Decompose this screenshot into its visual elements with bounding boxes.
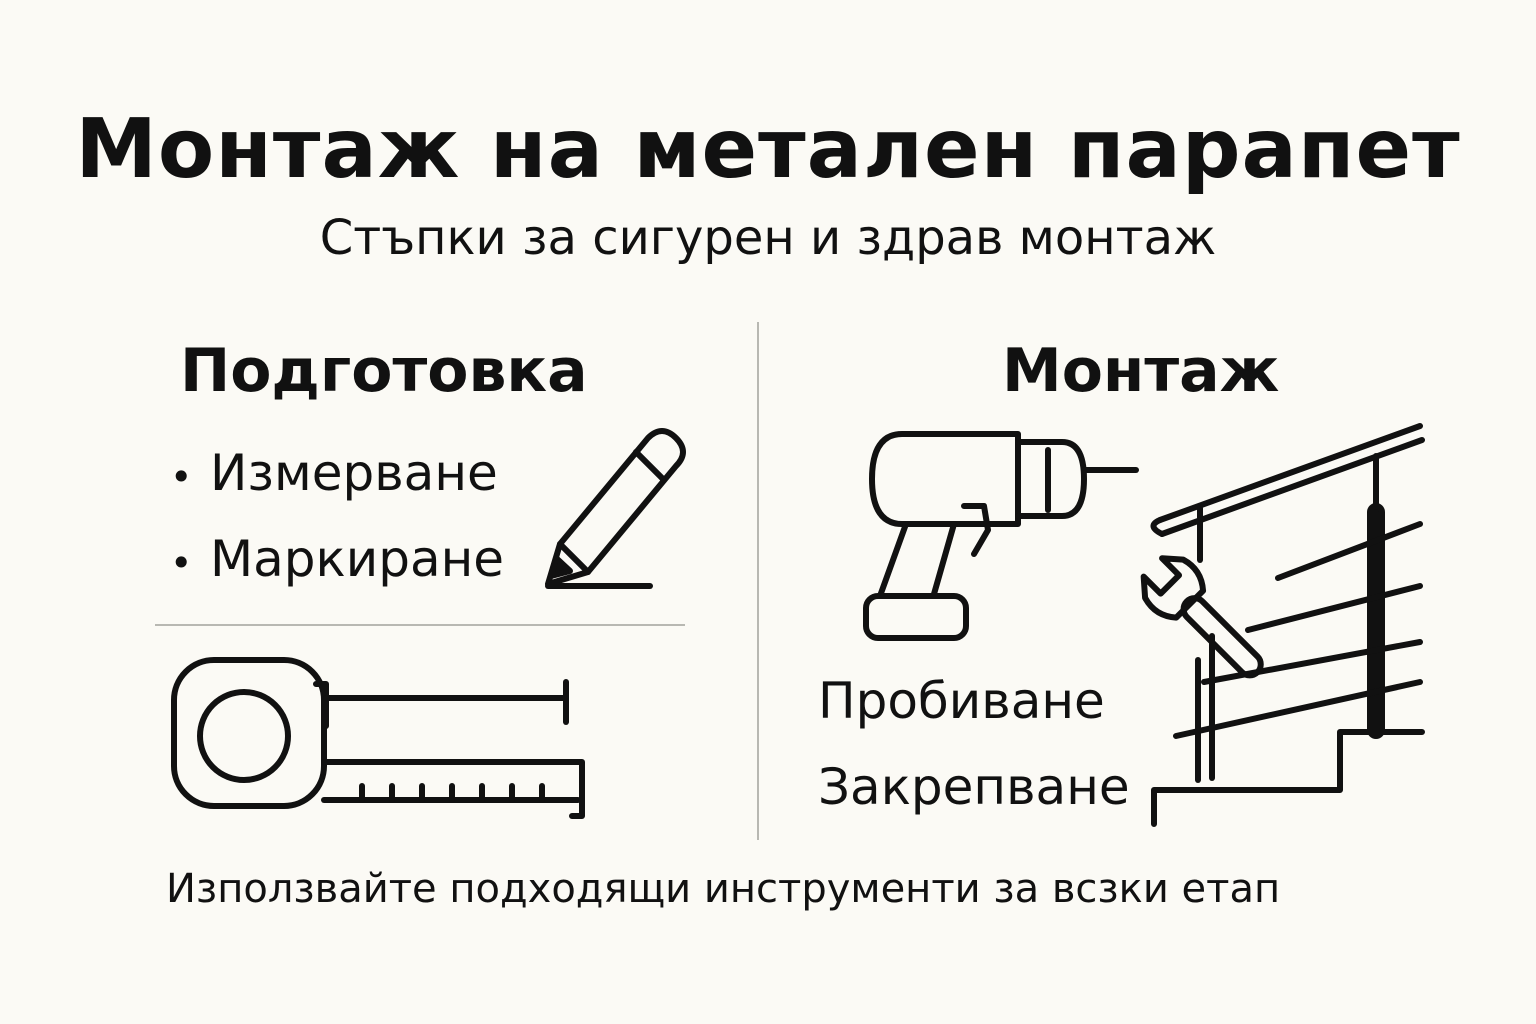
bullet-point: • — [170, 454, 193, 499]
bullet-point: • — [170, 540, 193, 585]
drill-icon — [863, 431, 1139, 641]
step-marking: • Маркиране — [170, 524, 504, 610]
step-fastening: Закрепване — [818, 758, 1130, 816]
section-divider-horizontal — [155, 624, 685, 626]
pencil-icon — [545, 428, 686, 589]
railing-stairs-icon — [1150, 423, 1425, 827]
diagram-title: Монтаж на метален парапет — [75, 102, 1461, 197]
tape-measure-icon — [171, 657, 585, 819]
step-marking-label: Маркиране — [210, 530, 505, 588]
footer-note: Използвайте подходящи инструменти за всз… — [166, 866, 1281, 912]
step-drilling: Пробиване — [818, 672, 1105, 730]
section-divider-vertical — [757, 322, 759, 840]
preparation-steps: • Измерване • Маркиране — [170, 438, 504, 610]
wrench-icon — [1140, 555, 1264, 679]
diagram-subtitle: Стъпки за сигурен и здрав монтаж — [319, 210, 1217, 266]
step-measuring: • Измерване — [170, 438, 504, 524]
step-measuring-label: Измерване — [210, 444, 498, 502]
mounting-heading: Монтаж — [1002, 336, 1280, 406]
preparation-heading: Подготовка — [180, 336, 588, 406]
